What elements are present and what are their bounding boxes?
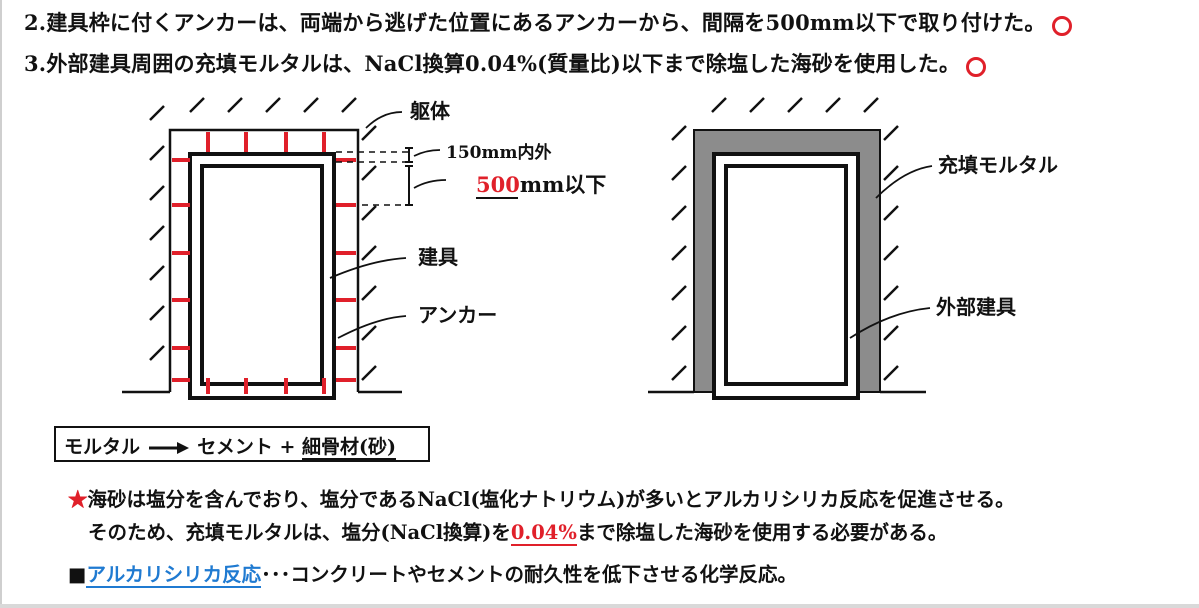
correct-circle-icon	[966, 57, 987, 77]
dimension-markers	[405, 147, 413, 206]
statement-2-text: 2.建具枠に付くアンカーは、両端から逃げた位置にあるアンカーから、間隔を500m…	[24, 10, 1046, 35]
statement-3: 3.外部建具周囲の充填モルタルは、NaCl換算0.04%(質量比)以下まで除塩し…	[24, 48, 987, 78]
note-2-text-c: まで除塩した海砂を使用する必要がある。	[576, 521, 948, 544]
label-body: 躯体	[409, 99, 451, 123]
note-2-text-a: そのため、充填モルタルは、塩分(NaCl換算)を	[88, 521, 511, 544]
leader-dim1	[413, 149, 441, 157]
asr-term-link[interactable]: アルカリシリカ反応	[86, 563, 262, 588]
statement-3-text: 3.外部建具周囲の充填モルタルは、NaCl換算0.04%(質量比)以下まで除塩し…	[24, 51, 961, 76]
wall-hatching-top	[189, 97, 357, 113]
leader-fitting	[329, 257, 407, 279]
label-fitting: 建具	[418, 245, 458, 269]
note-3-text: ･･･コンクリートやセメントの耐久性を低下させる化学反応。	[261, 563, 798, 586]
leader-body	[365, 111, 403, 129]
note-2: そのため、充填モルタルは、塩分(NaCl換算)を0.04%まで除塩した海砂を使用…	[88, 516, 948, 546]
leader-mortar	[875, 165, 933, 199]
correct-circle-icon	[1051, 16, 1072, 36]
leader-ext-fitting	[849, 307, 931, 339]
formula-right-b: 細骨材(砂)	[302, 436, 397, 460]
statement-2: 2.建具枠に付くアンカーは、両端から逃げた位置にあるアンカーから、間隔を500m…	[24, 7, 1072, 37]
dimension-extension-lines	[336, 151, 410, 206]
wall-opening	[168, 128, 360, 392]
label-anchor: アンカー	[418, 303, 497, 327]
left-figure	[122, 97, 447, 400]
wall-hatching-right-r	[883, 125, 899, 381]
right-figure	[648, 97, 933, 400]
note-3: ■アルカリシリカ反応･･･コンクリートやセメントの耐久性を低下させる化学反応。	[68, 558, 798, 588]
label-dim2: 500mm以下	[476, 172, 606, 197]
label-ext-fitting: 外部建具	[936, 295, 1016, 319]
note-1-text: 海砂は塩分を含んでおり、塩分であるNaCl(塩化ナトリウム)が多いとアルカリシリ…	[87, 488, 1015, 511]
formula-box: モルタル セメント + 細骨材(砂)	[54, 426, 430, 462]
anchor-marks	[172, 132, 356, 394]
exterior-fitting-outer	[712, 152, 860, 400]
wall-hatching-left	[149, 105, 165, 361]
note-2-value: 0.04%	[510, 521, 577, 546]
leader-dim2	[413, 179, 447, 189]
fitting-frame-inner	[200, 164, 324, 386]
wall-hatching-top-r	[711, 97, 879, 113]
arrow-right-icon	[148, 442, 189, 454]
formula-right-a: セメント +	[197, 436, 303, 458]
label-dim2-value: 500	[476, 172, 520, 197]
star-icon: ★	[68, 488, 88, 511]
wall-hatching-right	[361, 125, 377, 381]
formula-left: モルタル	[64, 436, 141, 458]
label-dim1: 150mm内外	[446, 142, 551, 163]
label-dim2-unit: mm以下	[520, 172, 606, 197]
exterior-fitting-inner	[724, 164, 848, 386]
fitting-frame-outer	[188, 152, 336, 400]
bottom-edge-line	[0, 604, 1199, 608]
left-edge-line	[0, 0, 2, 608]
label-mortar: 充填モルタル	[938, 153, 1058, 177]
wall-hatching-left-r	[671, 125, 687, 381]
note-1: ★海砂は塩分を含んでおり、塩分であるNaCl(塩化ナトリウム)が多いとアルカリシ…	[68, 483, 1015, 512]
leader-anchor	[337, 315, 407, 339]
square-bullet-icon: ■	[68, 563, 87, 586]
